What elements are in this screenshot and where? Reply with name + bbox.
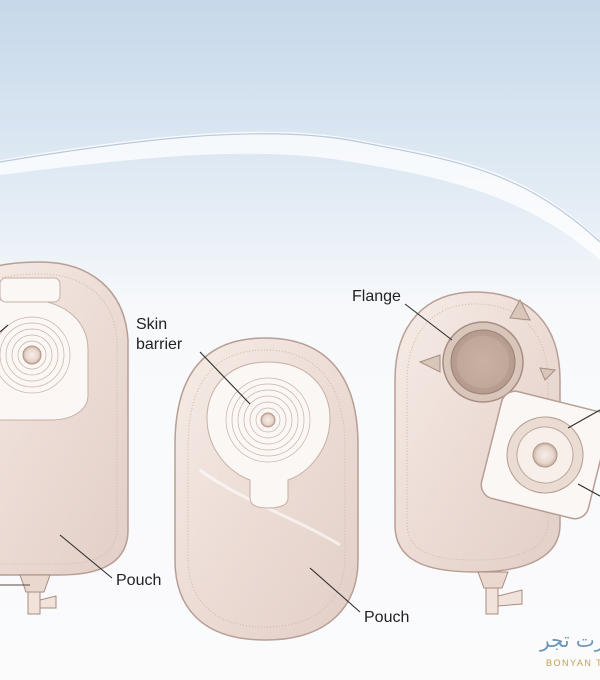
skin-barrier-label-line2: barrier [136,336,183,353]
leader-right-wafer-bottom [577,483,600,497]
leader-skin-barrier [199,351,251,405]
watermark-arabic: رت تجر [540,628,600,652]
pouch-label-middle: Pouch [364,609,410,626]
leader-lines [0,303,600,613]
leader-right-wafer-top [567,409,600,429]
watermark-english: BONYAN T [546,658,600,668]
leader-pouch-left [59,534,113,579]
skin-barrier-label-line1: Skin [136,316,168,333]
leader-flange [404,303,453,341]
background-wave [0,131,600,260]
background-wave-line [0,133,600,243]
leader-left-top [0,324,9,333]
left-pouch [0,261,129,615]
middle-pouch [174,337,359,641]
right-pouch [394,291,600,615]
flange-label: Flange [352,288,401,305]
pouch-label-left: Pouch [116,572,162,589]
leader-pouch-middle [309,567,361,613]
